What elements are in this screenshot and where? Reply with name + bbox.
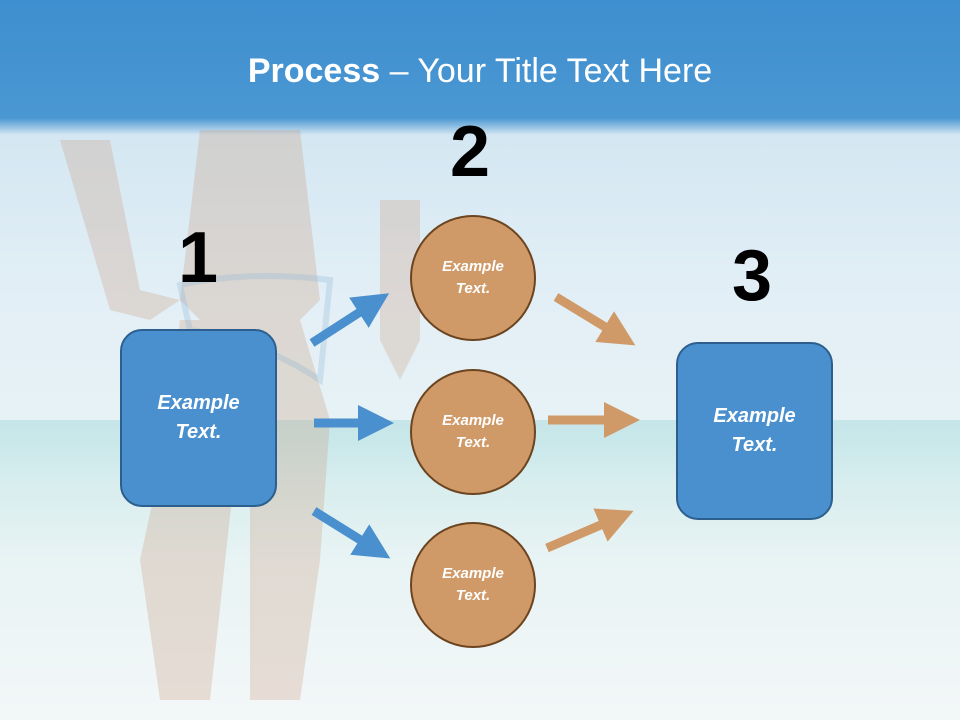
step-number-1: 1	[178, 218, 219, 298]
step-3-text: Example Text.	[713, 405, 796, 456]
arrow-blue-down	[311, 507, 391, 559]
step-3-box[interactable]: Example Text.	[676, 342, 833, 520]
step-2-circle-top[interactable]: Example Text.	[410, 215, 536, 341]
step-1-text: Example Text.	[157, 392, 240, 443]
step-2-circle-middle[interactable]: Example Text.	[410, 369, 536, 495]
title-rest: – Your Title Text Here	[380, 52, 713, 90]
step-1-box[interactable]: Example Text.	[120, 329, 277, 507]
arrow-tan-up	[545, 508, 634, 553]
step-2-circle-bottom[interactable]: Example Text.	[410, 522, 536, 648]
step-number-3: 3	[732, 236, 773, 316]
arrow-tan-down	[553, 293, 636, 346]
step-number-2: 2	[450, 112, 491, 192]
slide-title: Process – Your Title Text Here	[0, 52, 960, 91]
title-bold: Process	[247, 52, 381, 90]
step-2-top-text: Example Text.	[442, 257, 504, 298]
step-2-middle-text: Example Text.	[442, 411, 504, 452]
arrow-blue-up	[309, 293, 390, 347]
step-2-bottom-text: Example Text.	[442, 564, 504, 605]
